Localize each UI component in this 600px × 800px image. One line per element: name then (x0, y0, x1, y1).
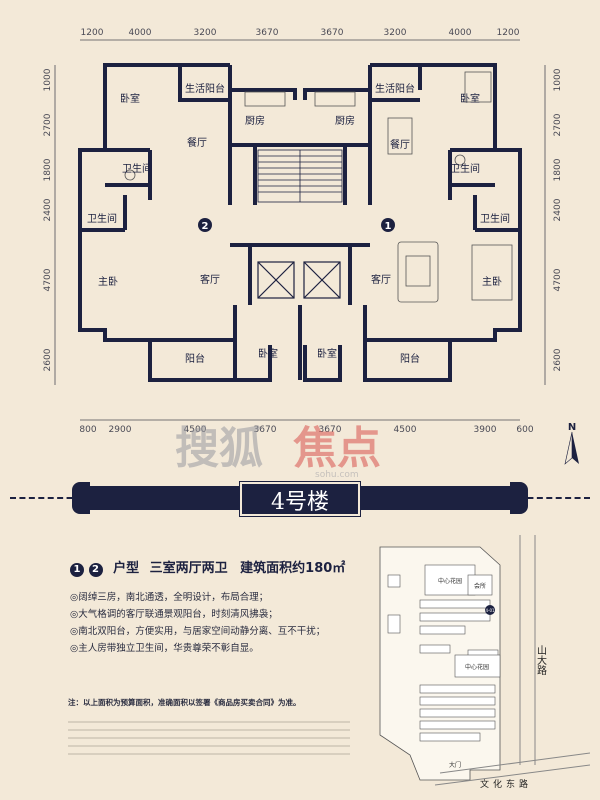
top-dim: 4000 (129, 28, 152, 38)
watermark-text-right: 焦点 (293, 423, 381, 474)
room-label: 生活阳台 (185, 82, 225, 95)
site-map: 4-01 中心花园 会所 中心花园 大门 山大路 文化东路 (379, 535, 590, 790)
top-dim: 3200 (384, 28, 407, 38)
room-label: 主卧 (482, 275, 502, 288)
walls (78, 63, 522, 382)
map-label: 大门 (449, 761, 461, 769)
fine-print (68, 715, 350, 775)
top-dim: 3670 (321, 28, 344, 38)
road-label: 山大路 (535, 645, 547, 676)
right-dim: 2400 (553, 198, 563, 221)
unit-marker: 2 (202, 221, 209, 232)
room-label: 阳台 (185, 352, 205, 365)
room-label: 卧室 (120, 92, 140, 105)
unit-badge: 2 (88, 563, 103, 577)
heading-area: 建筑面积约180㎡ (240, 561, 346, 576)
building-marker: 4-01 (485, 608, 495, 613)
top-dim: 1200 (497, 28, 520, 38)
room-label: 厨房 (245, 114, 265, 127)
bottom-dim: 600 (516, 425, 533, 435)
unit-marker: 1 (385, 221, 392, 232)
heading-type: 户型 (113, 561, 140, 576)
right-dim: 4700 (553, 268, 563, 291)
top-dim: 4000 (449, 28, 472, 38)
elevators (257, 261, 341, 299)
bottom-dim: 3900 (474, 425, 497, 435)
bottom-dim: 800 (79, 425, 96, 435)
unit-info: 1 2 户型 三室两厅两卫 建筑面积约180㎡ ◎阔绰三房，南北通透，全明设计，… (70, 557, 360, 657)
left-dim: 1800 (43, 158, 53, 181)
right-dim: 2600 (553, 348, 563, 371)
unit-badge: 1 (70, 563, 84, 577)
watermark-text-left: 搜狐 (175, 423, 263, 474)
room-label: 卫生间 (87, 212, 117, 225)
room-label: 厨房 (335, 114, 355, 127)
map-label: 中心花园 (465, 663, 489, 671)
room-label: 生活阳台 (375, 82, 415, 95)
map-label: 中心花园 (438, 577, 462, 585)
feature-item: ◎主人房带独立卫生间，华贵尊荣不彰自显。 (70, 643, 259, 654)
north-label: N (568, 422, 576, 433)
room-label: 卧室 (460, 92, 480, 105)
feature-item: ◎大气格调的客厅联通景观阳台，时刻清风拂袅； (70, 609, 278, 620)
road-label: 文化东路 (480, 778, 532, 790)
room-label: 主卧 (98, 275, 118, 288)
room-label: 餐厅 (187, 136, 207, 149)
bottom-dim: 4500 (184, 425, 207, 435)
feature-item: ◎阔绰三房，南北通透，全明设计，布局合理； (70, 592, 269, 603)
furniture (124, 71, 513, 303)
room-label: 餐厅 (390, 138, 410, 151)
room-label: 客厅 (200, 273, 220, 286)
bottom-dim: 3670 (254, 425, 277, 435)
heading-layout: 三室两厅两卫 (149, 561, 228, 576)
stairwell (257, 149, 343, 203)
north-arrow-icon: N (564, 422, 579, 465)
top-dim: 3670 (256, 28, 279, 38)
watermark: 搜狐 焦点 sohu.com (175, 410, 435, 480)
unit-heading: 1 2 户型 三室两厅两卫 建筑面积约180㎡ (70, 557, 360, 577)
left-dim: 1000 (43, 68, 53, 91)
watermark-url: sohu.com (315, 470, 359, 480)
floor-plan: 1200 4000 3200 3670 3670 3200 4000 1200 … (43, 28, 563, 435)
bottom-dim: 3670 (319, 425, 342, 435)
top-dim: 3200 (194, 28, 217, 38)
feature-item: ◎南北双阳台，方便实用，与居家空间动静分离、互不干扰； (70, 626, 326, 637)
building-banner: 4号楼 (0, 481, 600, 518)
left-dim: 4700 (43, 268, 53, 291)
right-dim: 1800 (553, 158, 563, 181)
area-note: 注：以上面积为预算面积，准确面积以签署《商品房买卖合同》为准。 (68, 698, 301, 707)
left-dim: 2400 (43, 198, 53, 221)
room-label: 卫生间 (122, 162, 152, 175)
left-dim: 2600 (43, 348, 53, 371)
bottom-dim: 2900 (109, 425, 132, 435)
room-label: 阳台 (400, 352, 420, 365)
building-title: 4号楼 (271, 490, 329, 515)
feature-list: ◎阔绰三房，南北通透，全明设计，布局合理； ◎大气格调的客厅联通景观阳台，时刻清… (70, 589, 360, 657)
bottom-dim: 4500 (394, 425, 417, 435)
right-dim: 1000 (553, 68, 563, 91)
room-label: 卧室 (317, 347, 337, 360)
room-label: 卫生间 (450, 162, 480, 175)
map-label: 会所 (474, 582, 486, 590)
room-label: 客厅 (371, 273, 391, 286)
top-dim: 1200 (81, 28, 104, 38)
left-dim: 2700 (43, 113, 53, 136)
room-label: 卫生间 (480, 212, 510, 225)
right-dim: 2700 (553, 113, 563, 136)
room-label: 卧室 (258, 347, 278, 360)
